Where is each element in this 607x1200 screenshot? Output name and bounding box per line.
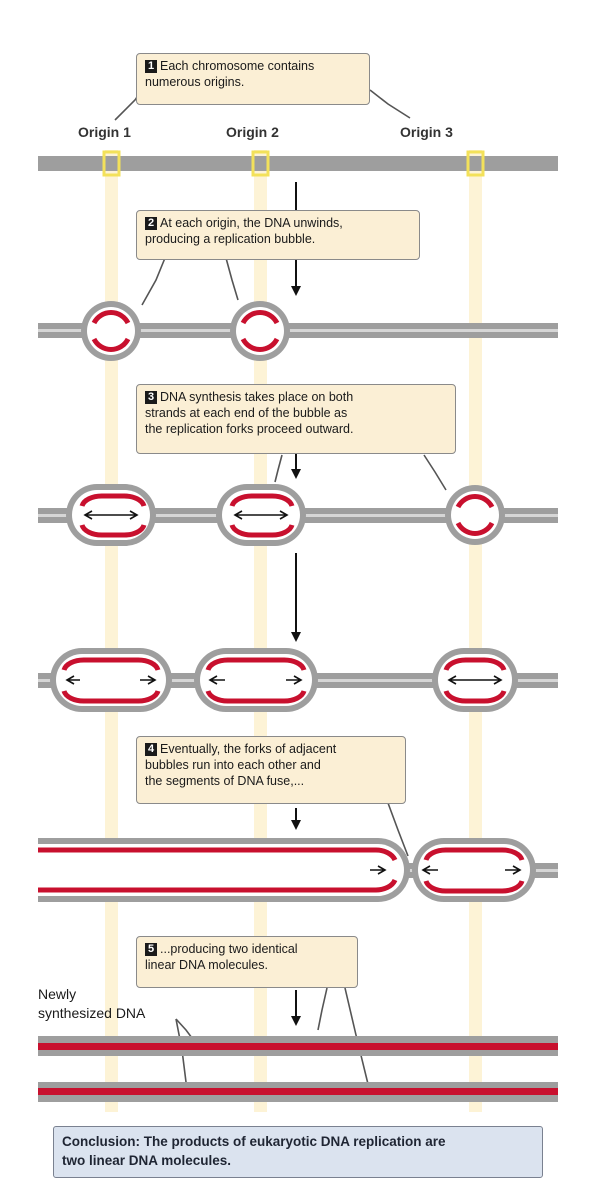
- conclusion-box: Conclusion: The products of eukaryotic D…: [53, 1126, 543, 1178]
- step-1-line-2: numerous origins.: [145, 75, 245, 89]
- pointer-step2-left: [141, 257, 166, 306]
- row-forks-fusing: [38, 838, 558, 902]
- bubble-row3-1: [66, 484, 156, 546]
- bubble-row4-3: [432, 648, 518, 712]
- daughter-molecule-2: [38, 1082, 558, 1102]
- step-5-line-1: ...producing two identical: [160, 942, 298, 956]
- step-4-line-3: the segments of DNA fuse,...: [145, 774, 305, 788]
- pointer-step4: [387, 802, 409, 857]
- step-3-line-1: DNA synthesis takes place on both: [160, 390, 354, 404]
- bubble-row5-right: [412, 838, 536, 902]
- step-3-line-3: the replication forks proceed outward.: [145, 422, 354, 436]
- conclusion-line-1: Conclusion: The products of eukaryotic D…: [62, 1134, 446, 1149]
- bubble-row4-2: [194, 648, 318, 712]
- pointer-step2-right: [225, 257, 239, 301]
- origin-label-2: Origin 2: [226, 124, 279, 140]
- pointer-step3-left: [274, 454, 283, 483]
- row-daughter-molecules: [38, 1036, 558, 1102]
- step-5-line-2: linear DNA molecules.: [145, 958, 268, 972]
- origin-marker-2: [251, 150, 270, 177]
- origin-label-1: Origin 1: [78, 124, 131, 140]
- bubble-row3-2: [216, 484, 306, 546]
- bubble-row3-3: [445, 485, 505, 545]
- step-4-line-2: bubbles run into each other and: [145, 758, 321, 772]
- step-3-line-2: strands at each end of the bubble as: [145, 406, 348, 420]
- origin-label-3: Origin 3: [400, 124, 453, 140]
- row-chromosome: [38, 150, 558, 177]
- conclusion-line-2: two linear DNA molecules.: [62, 1153, 232, 1168]
- pointer-step1-right: [369, 89, 411, 119]
- bubble-row4-1: [50, 648, 172, 712]
- row-bubbles-elongated: [38, 648, 558, 712]
- step-4-number: 4: [145, 743, 157, 756]
- origin-guide-1: [105, 150, 118, 1112]
- step-2-number: 2: [145, 217, 157, 230]
- pointer-step5-left: [317, 987, 328, 1031]
- origin-marker-3: [466, 150, 485, 177]
- newly-label-line-2: synthesized DNA: [38, 1005, 146, 1021]
- bubble-origin-1: [81, 301, 141, 361]
- row-bubbles-initial: [38, 301, 558, 361]
- step-5-number: 5: [145, 943, 157, 956]
- step-1-line-1: Each chromosome contains: [160, 59, 315, 73]
- chromosome-strand: [38, 156, 558, 171]
- origin-guide-3: [469, 150, 482, 1112]
- bubble-origin-2: [230, 301, 290, 361]
- origin-marker-1: [102, 150, 121, 177]
- step-4-line-1: Eventually, the forks of adjacent: [160, 742, 337, 756]
- step-1-number: 1: [145, 60, 157, 73]
- newly-label-line-1: Newly: [38, 986, 77, 1002]
- step-5-callout: 5...producing two identical linear DNA m…: [136, 936, 358, 988]
- step-2-line-1: At each origin, the DNA unwinds,: [160, 216, 343, 230]
- daughter-molecule-1: [38, 1036, 558, 1056]
- step-3-number: 3: [145, 391, 157, 404]
- pointer-step3-right: [423, 454, 447, 491]
- step-2-line-2: producing a replication bubble.: [145, 232, 316, 246]
- fused-segment: [38, 838, 410, 902]
- row-bubbles-forks: [38, 484, 558, 546]
- pointer-step5-right: [344, 987, 369, 1085]
- newly-synthesized-label: Newly synthesized DNA: [38, 985, 145, 1023]
